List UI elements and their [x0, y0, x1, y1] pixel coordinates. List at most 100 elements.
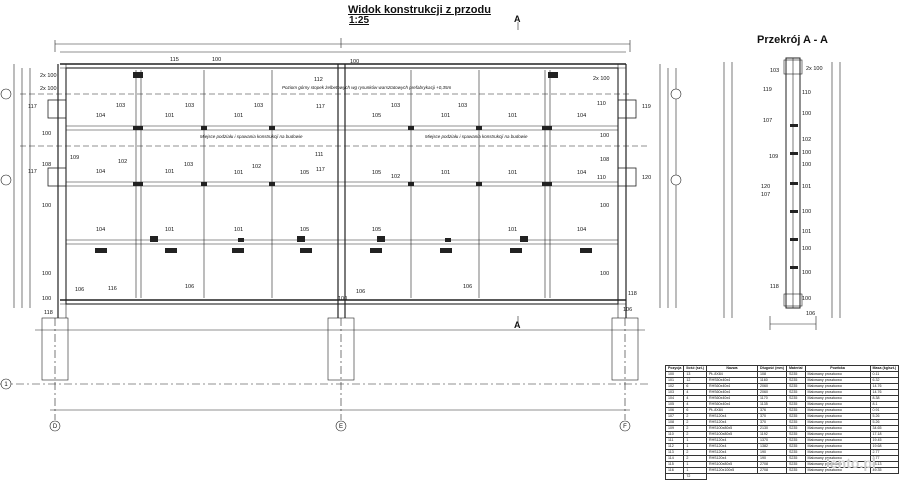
bill-of-materials: Pozycja Ilość (szt.) Nazwa Długość (mm) … [664, 365, 900, 480]
bom-header: Ilość (szt.) [683, 365, 707, 372]
part-label: 106 [356, 289, 366, 295]
part-label: 102 [391, 174, 401, 180]
part-label: 108 [600, 157, 610, 163]
bom-cell: S235 [785, 467, 806, 474]
part-label: 104 [96, 227, 106, 233]
part-label: 109 [70, 155, 80, 161]
drawing-title: Widok konstrukcji z przodu [348, 4, 491, 16]
part-label: 111 [315, 152, 324, 158]
part-label: 100 [600, 271, 610, 277]
bom-cell [664, 473, 685, 480]
note-joint-left: Miejsce podziału i spawania konstrukcji … [200, 134, 303, 139]
part-label: 101 [508, 170, 518, 176]
drawing-scale: 1:25 [349, 15, 370, 26]
part-label: 110 [597, 101, 606, 107]
part-label: 105 [372, 113, 382, 119]
watermark: lento.pl [826, 455, 876, 471]
part-label: 103 [184, 162, 194, 168]
part-label: 106 [75, 287, 85, 293]
part-label: 100 [802, 111, 812, 117]
part-label: 117 [316, 104, 325, 110]
part-label: 101 [234, 170, 244, 176]
bom-cell: 2708 [756, 467, 787, 474]
part-label: 105 [372, 170, 382, 176]
axis-label-level: 1 [4, 382, 8, 388]
part-label: 100 [338, 296, 348, 302]
part-label: 100 [212, 57, 222, 63]
part-label: 118 [770, 284, 779, 290]
part-label: 103 [116, 103, 126, 109]
part-label: 105 [300, 227, 310, 233]
part-label: 2x 100 [40, 86, 57, 92]
part-label: 2x 100 [593, 76, 610, 82]
part-label: 100 [42, 131, 52, 137]
part-label: 107 [761, 192, 771, 198]
part-label: 103 [770, 68, 780, 74]
section-marker-top: A [514, 14, 521, 24]
bom-cell: RHS120x100x5 [705, 467, 758, 474]
part-label: 118 [44, 310, 53, 316]
part-label: 110 [597, 175, 606, 181]
part-label: 102 [802, 137, 812, 143]
part-label: 110 [802, 90, 811, 96]
part-label: 2x 100 [40, 73, 57, 79]
note-joint-right: Miejsce podziału i spawania konstrukcji … [425, 134, 528, 139]
note-floor-level: Poziom górny stopek żelbetowych wg rysun… [282, 85, 452, 90]
part-label: 103 [458, 103, 468, 109]
part-label: 104 [96, 113, 106, 119]
bom-total-row: 72 [664, 473, 899, 480]
part-label: 100 [600, 133, 610, 139]
bom-header: Długość (mm) [756, 365, 787, 372]
part-label: 104 [577, 113, 587, 119]
part-label: 109 [769, 154, 779, 160]
part-label: 104 [96, 169, 106, 175]
part-label: 101 [165, 169, 175, 175]
part-label: 117 [28, 169, 37, 175]
axis-label-left: D [53, 424, 58, 430]
part-label: 104 [577, 170, 587, 176]
part-label: 120 [761, 184, 771, 190]
part-label: 117 [28, 104, 37, 110]
bom-header: Masa (kg/szt.) [869, 365, 900, 372]
part-label: 105 [300, 170, 310, 176]
part-label: 100 [42, 296, 52, 302]
axis-label-center: E [339, 424, 343, 430]
part-label: 103 [254, 103, 264, 109]
part-label: 101 [234, 113, 244, 119]
part-label: 106 [806, 311, 816, 317]
part-label: 118 [628, 291, 637, 297]
part-label: 107 [763, 118, 773, 124]
part-label: 106 [623, 307, 633, 313]
part-label: 103 [391, 103, 401, 109]
part-label: 102 [118, 159, 128, 165]
part-label: 102 [252, 164, 262, 170]
bom-header: Materiał [785, 365, 806, 372]
part-label: 101 [802, 229, 812, 235]
part-label: 120 [642, 175, 652, 181]
part-label: 115 [170, 57, 179, 63]
bom-header: Pozycja [664, 365, 685, 372]
part-label: 100 [600, 203, 610, 209]
part-label: 100 [42, 203, 52, 209]
section-marker-bottom: A [514, 320, 521, 330]
part-label: 104 [577, 227, 587, 233]
part-label: 101 [508, 113, 518, 119]
bom-total: 72 [683, 473, 707, 480]
part-label: 101 [441, 113, 451, 119]
part-label: 100 [802, 209, 812, 215]
part-label: 103 [185, 103, 195, 109]
part-label: 100 [802, 246, 812, 252]
part-label: 117 [316, 167, 325, 173]
part-label: 101 [165, 113, 175, 119]
part-label: 106 [463, 284, 473, 290]
part-label: 2x 100 [806, 66, 823, 72]
part-label: 101 [165, 227, 175, 233]
part-label: 119 [763, 87, 772, 93]
bom-cell: Malowany proszkowo [804, 467, 871, 474]
